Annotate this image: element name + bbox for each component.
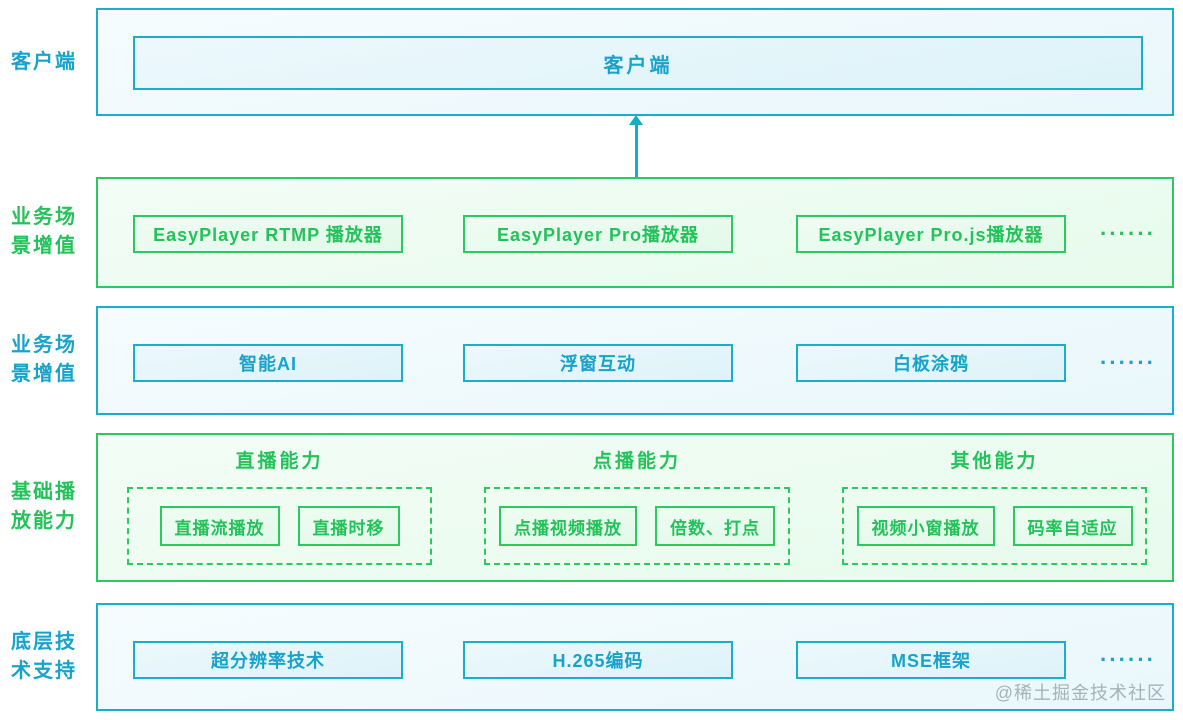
underlying-tech-row-panel: 超分辨率技术 H.265编码 MSE框架 ······ [96,603,1174,711]
live-capability-group: 直播能力 直播流播放 直播时移 [127,449,432,565]
vod-capability-group: 点播能力 点播视频播放 倍数、打点 [484,449,790,565]
row-label-line: 景增值 [11,235,77,257]
watermark-text: @稀土掘金技术社区 [994,683,1166,703]
other-capability-dashed-box: 视频小窗播放 码率自适应 [842,487,1147,565]
capability-item: 视频小窗播放 [856,506,995,546]
row-label-line: 景增值 [11,363,77,385]
value-services-row-panel: 智能AI 浮窗互动 白板涂鸦 ······ [96,306,1174,415]
capability-item: 直播时移 [297,506,400,546]
core-playback-row-panel: 直播能力 直播流播放 直播时移 点播能力 点播视频播放 倍数、打点 其他能力 视… [96,433,1174,582]
row-label-line: 底层技 [11,631,77,653]
player-box-rtmp: EasyPlayer RTMP 播放器 [133,215,403,253]
row-label-value-services: 业务场 景增值 [2,331,86,389]
live-capability-dashed-box: 直播流播放 直播时移 [127,487,432,565]
row-label-line: 业务场 [11,334,77,356]
row-label-core-playback: 基础播 放能力 [2,478,86,536]
row-label-underlying-tech: 底层技 术支持 [2,628,86,686]
row-label-line: 客户端 [11,51,77,73]
other-capability-group: 其他能力 视频小窗播放 码率自适应 [842,449,1147,565]
service-box-float-window: 浮窗互动 [463,344,733,382]
tech-box-super-resolution: 超分辨率技术 [133,641,403,679]
row-label-player-products: 业务场 景增值 [2,203,86,261]
arrow-head-icon [629,115,643,125]
ellipsis-more: ······ [1100,221,1156,246]
service-box-ai: 智能AI [133,344,403,382]
client-row-panel: 客户端 [96,8,1174,116]
arrow-shaft [634,124,638,178]
tech-box-mse: MSE框架 [796,641,1066,679]
row-label-line: 业务场 [11,206,77,228]
player-box-projs: EasyPlayer Pro.js播放器 [796,215,1066,253]
row-label-line: 术支持 [11,660,77,682]
row-label-line: 放能力 [11,510,77,532]
ellipsis-more: ······ [1100,350,1156,375]
player-box-pro: EasyPlayer Pro播放器 [463,215,733,253]
tech-box-h265: H.265编码 [463,641,733,679]
capability-item: 直播流播放 [159,506,280,546]
capability-item: 码率自适应 [1012,506,1133,546]
player-products-row-panel: EasyPlayer RTMP 播放器 EasyPlayer Pro播放器 Ea… [96,177,1174,288]
row-label-line: 基础播 [11,481,77,503]
service-box-whiteboard: 白板涂鸦 [796,344,1066,382]
row-label-client: 客户端 [2,48,86,77]
vod-capability-dashed-box: 点播视频播放 倍数、打点 [484,487,790,565]
capability-item: 点播视频播放 [499,506,637,546]
group-title: 点播能力 [592,451,681,472]
group-title: 其他能力 [950,451,1039,472]
flow-arrow-up [628,114,644,178]
group-title: 直播能力 [235,451,324,472]
ellipsis-more: ······ [1100,647,1156,672]
client-box: 客户端 [133,36,1143,90]
capability-item: 倍数、打点 [655,506,775,546]
